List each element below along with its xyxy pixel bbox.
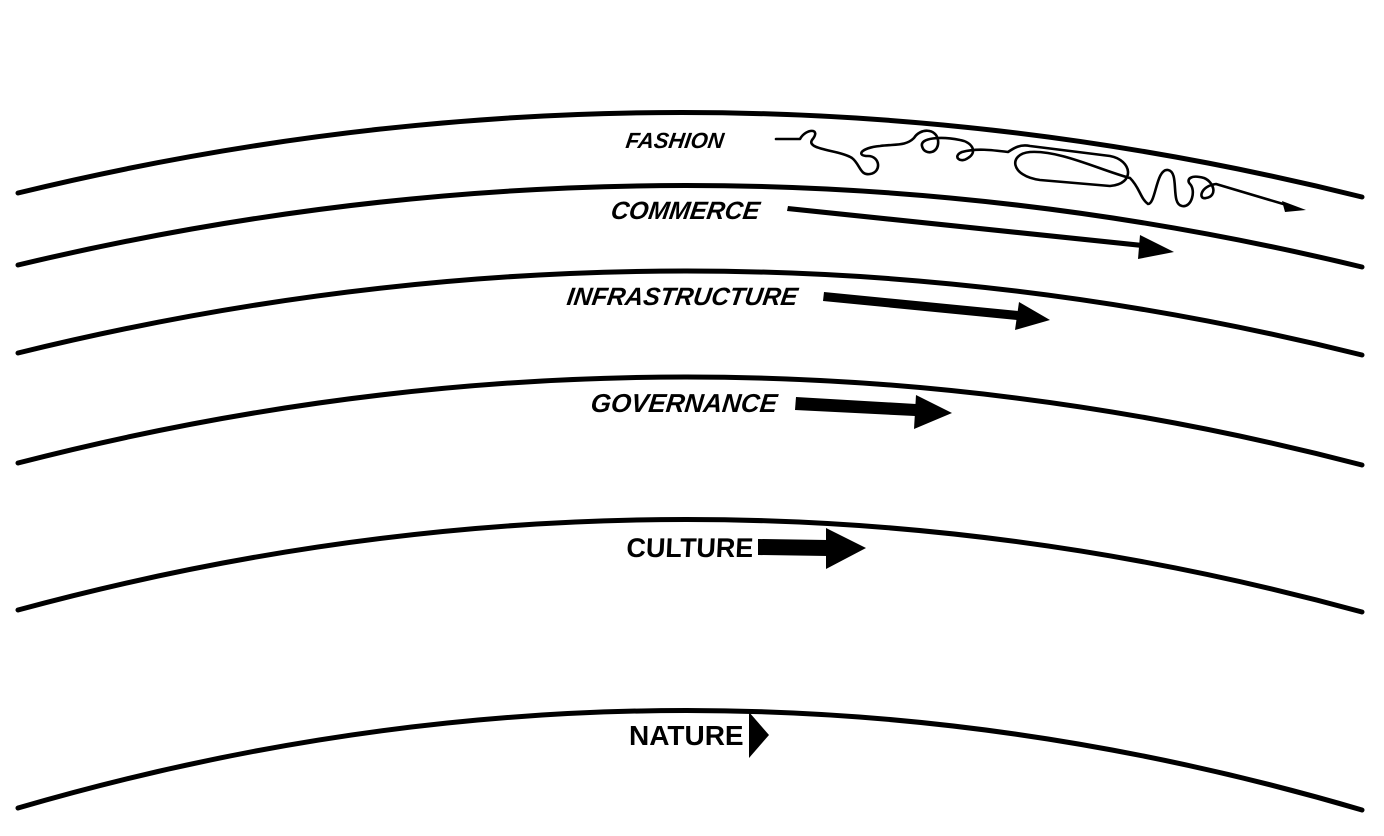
layer-culture: CULTURE xyxy=(626,528,866,569)
layer-label-nature: NATURE xyxy=(629,720,744,751)
boundary-arc-4 xyxy=(15,374,1365,468)
layer-infrastructure: INFRASTRUCTURE xyxy=(565,283,1050,330)
boundary-arc-2 xyxy=(15,183,1365,270)
boundary-arc-5 xyxy=(15,517,1365,615)
layer-governance: GOVERNANCE xyxy=(589,388,952,429)
layer-label-culture: CULTURE xyxy=(626,533,754,563)
nature-arrowhead xyxy=(749,712,769,758)
boundary-arc-6 xyxy=(15,708,1365,813)
governance-arrowhead xyxy=(914,395,952,429)
boundary-arc-3 xyxy=(15,268,1365,358)
fashion-squiggle-arrow xyxy=(774,129,1292,208)
governance-arrow-shaft xyxy=(795,397,916,416)
infrastructure-arrow-shaft xyxy=(823,292,1018,320)
layer-label-governance: GOVERNANCE xyxy=(589,388,780,418)
layer-commerce: COMMERCE xyxy=(609,197,1174,259)
layer-label-fashion: FASHION xyxy=(624,128,726,153)
layer-label-infrastructure: INFRASTRUCTURE xyxy=(565,283,801,311)
boundary-arc-1 xyxy=(15,110,1365,200)
layer-fashion: FASHION xyxy=(624,128,1306,212)
infrastructure-arrowhead xyxy=(1015,302,1050,330)
layer-nature: NATURE xyxy=(629,712,769,758)
culture-arrowhead xyxy=(826,528,866,569)
commerce-arrow-shaft xyxy=(787,206,1143,248)
culture-arrow-shaft xyxy=(758,539,828,556)
commerce-arrowhead xyxy=(1138,235,1174,259)
layer-label-commerce: COMMERCE xyxy=(609,197,763,225)
fashion-arrowhead xyxy=(1282,201,1306,212)
